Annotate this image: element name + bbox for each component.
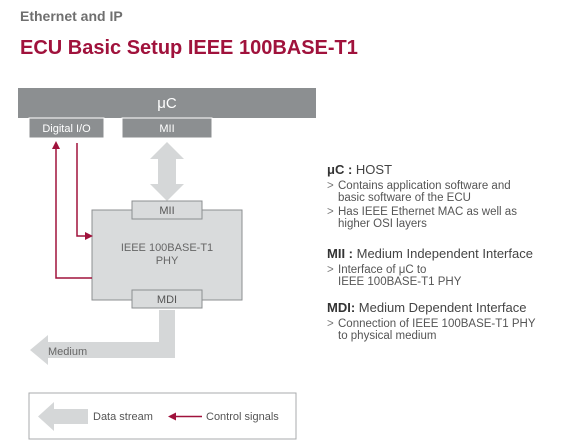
info-uc-item-2-line-1: Has IEEE Ethernet MAC as well as [338, 206, 517, 218]
info-uc-item: Contains application software and basic … [327, 180, 517, 204]
info-mdi-list: Connection of IEEE 100BASE-T1 PHY to phy… [327, 318, 536, 342]
info-mii-item: Interface of μC to IEEE 100BASE-T1 PHY [327, 264, 533, 288]
medium-data-stream-arrow [30, 310, 175, 365]
medium-label: Medium [48, 346, 87, 358]
info-mii-list: Interface of μC to IEEE 100BASE-T1 PHY [327, 264, 533, 288]
legend-data-stream-arrow [38, 402, 88, 431]
phy-label-line2: PHY [156, 255, 179, 267]
data-stream-arrow-mii [150, 142, 184, 201]
mdi-label: MDI [157, 294, 177, 306]
info-mdi-term: MDI: [327, 300, 356, 315]
info-uc-term: μC : [327, 162, 353, 177]
info-uc-heading: μC : HOST [327, 162, 517, 177]
info-mdi-desc: Medium Dependent Interface [358, 300, 527, 315]
info-mdi-item-1-line-1: Connection of IEEE 100BASE-T1 PHY [338, 318, 536, 330]
section-label: Ethernet and IP [20, 8, 123, 24]
info-uc-item-2-line-2: higher OSI layers [338, 218, 427, 230]
uc-bar [18, 88, 316, 118]
info-uc-list: Contains application software and basic … [327, 180, 517, 230]
uc-label: μC [157, 95, 177, 112]
mdi-box [131, 289, 203, 309]
control-signal-line-2 [76, 143, 93, 240]
info-mii-desc: Medium Independent Interface [356, 246, 533, 261]
info-uc-desc: HOST [355, 162, 393, 177]
info-mii-item-1-line-1: Interface of μC to [338, 264, 427, 276]
info-uc: μC : HOST Contains application software … [327, 162, 517, 232]
digital-io-box [28, 117, 105, 139]
info-mdi-heading: MDI: Medium Dependent Interface [327, 300, 536, 315]
info-mii-item-1-line-2: IEEE 100BASE-T1 PHY [338, 276, 462, 288]
info-mdi-item-1-line-2: to physical medium [338, 330, 437, 342]
info-uc-item-1-line-2: basic software of the ECU [338, 192, 471, 204]
mii-phy-label: MII [159, 205, 174, 217]
legend-control-signal-label: Control signals [206, 411, 279, 423]
info-uc-item: Has IEEE Ethernet MAC as well as higher … [327, 206, 517, 230]
info-mdi-item: Connection of IEEE 100BASE-T1 PHY to phy… [327, 318, 536, 342]
info-mii-term: MII : [327, 246, 353, 261]
legend-data-stream-label: Data stream [93, 411, 153, 423]
mii-top-box [121, 117, 213, 139]
info-mii-heading: MII : Medium Independent Interface [327, 246, 533, 261]
phy-label-line1: IEEE 100BASE-T1 [121, 242, 213, 254]
info-uc-item-1-line-1: Contains application software and [338, 180, 511, 192]
page-title: ECU Basic Setup IEEE 100BASE-T1 [20, 37, 358, 59]
mii-phy-box [131, 200, 203, 220]
control-signal-line-1 [52, 141, 92, 279]
info-mdi: MDI: Medium Dependent Interface Connecti… [327, 300, 536, 344]
digital-io-label: Digital I/O [42, 123, 91, 135]
info-mii: MII : Medium Independent Interface Inter… [327, 246, 533, 290]
mii-top-label: MII [159, 123, 174, 135]
